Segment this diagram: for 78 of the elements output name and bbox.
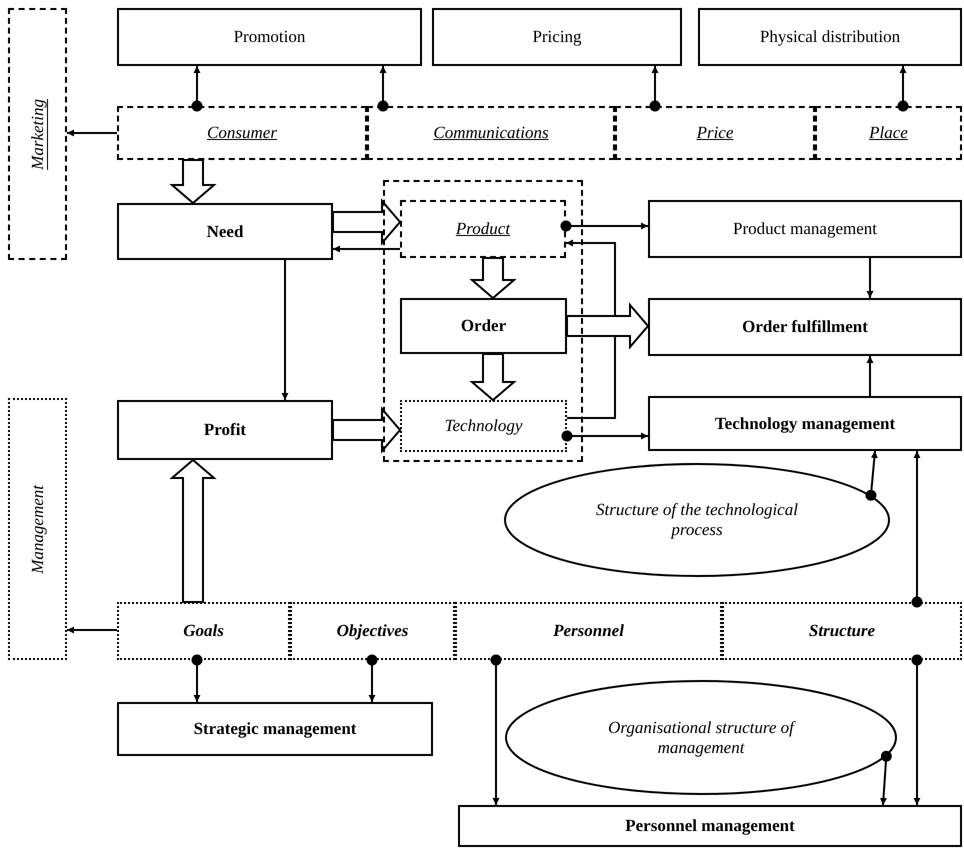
dotted-box bbox=[722, 602, 962, 660]
node-label: Price bbox=[696, 123, 734, 143]
arrow bbox=[192, 66, 202, 112]
dotted-box bbox=[400, 400, 567, 452]
dashed-box bbox=[367, 106, 615, 160]
arrow bbox=[650, 66, 660, 112]
node-label: Product management bbox=[733, 219, 877, 239]
arrow bbox=[192, 654, 202, 702]
arrow bbox=[67, 626, 117, 634]
node-label: Management bbox=[28, 484, 48, 574]
node-label: Need bbox=[206, 222, 244, 242]
node-label: Communications bbox=[433, 123, 549, 143]
node-label: Strategic management bbox=[194, 719, 356, 739]
arrow bbox=[866, 356, 874, 396]
node-label: Personnel management bbox=[625, 816, 795, 836]
box bbox=[400, 298, 567, 354]
box bbox=[117, 702, 433, 756]
dashed-group-box bbox=[383, 180, 583, 462]
node-label: Structure of the technological process bbox=[595, 500, 799, 540]
node-label: Profit bbox=[204, 420, 246, 440]
dashed-box bbox=[400, 200, 566, 258]
block-arrow bbox=[332, 198, 402, 246]
arrow bbox=[560, 220, 648, 232]
arrow bbox=[880, 750, 892, 806]
block-arrow bbox=[566, 302, 650, 350]
node-label: Goals bbox=[183, 621, 224, 641]
arrow bbox=[282, 260, 288, 400]
box bbox=[117, 8, 422, 66]
block-arrow bbox=[169, 458, 217, 603]
node-label: Order fulfillment bbox=[742, 317, 868, 337]
arrow bbox=[366, 654, 378, 702]
box bbox=[458, 805, 962, 847]
box bbox=[648, 298, 962, 356]
box bbox=[648, 200, 962, 258]
box bbox=[117, 400, 333, 460]
arrow bbox=[912, 451, 922, 608]
arrow bbox=[898, 66, 908, 112]
dotted-box bbox=[455, 602, 722, 660]
node-label: Objectives bbox=[336, 621, 408, 641]
arrow bbox=[378, 66, 388, 112]
block-arrow bbox=[469, 353, 517, 402]
arrow bbox=[490, 654, 502, 805]
marketing-box bbox=[8, 8, 67, 260]
node-label: Structure bbox=[808, 621, 876, 641]
dashed-box bbox=[815, 106, 962, 160]
arrow bbox=[562, 430, 648, 442]
dotted-box bbox=[117, 602, 290, 660]
arrow bbox=[67, 130, 117, 136]
node-label: Pricing bbox=[532, 27, 582, 47]
node-label: Technology management bbox=[714, 414, 896, 434]
dashed-box bbox=[117, 106, 367, 160]
dashed-box bbox=[615, 106, 815, 160]
node-label: Technology bbox=[444, 416, 522, 436]
arrow bbox=[912, 654, 922, 805]
node-label: Marketing bbox=[28, 98, 48, 170]
block-arrow bbox=[469, 257, 517, 300]
block-arrow bbox=[169, 159, 217, 204]
block-arrow bbox=[332, 406, 402, 454]
management-box bbox=[8, 398, 67, 660]
arrow bbox=[865, 450, 878, 501]
arrow bbox=[333, 246, 400, 252]
node-label: Personnel bbox=[553, 621, 624, 641]
node-label: Order bbox=[460, 316, 506, 336]
node-label: Consumer bbox=[207, 123, 277, 143]
box bbox=[117, 203, 333, 260]
ellipse bbox=[505, 680, 897, 795]
dotted-box bbox=[290, 602, 455, 660]
box bbox=[698, 8, 962, 66]
arrow bbox=[866, 258, 874, 298]
node-label: Promotion bbox=[234, 27, 306, 47]
node-label: Organisational structure of management bbox=[607, 718, 797, 758]
node-label: Physical distribution bbox=[760, 27, 900, 47]
box bbox=[432, 8, 682, 66]
arrow bbox=[566, 240, 616, 419]
ellipse bbox=[504, 463, 890, 577]
box bbox=[648, 396, 962, 451]
node-label: Product bbox=[456, 219, 510, 239]
node-label: Place bbox=[869, 123, 908, 143]
